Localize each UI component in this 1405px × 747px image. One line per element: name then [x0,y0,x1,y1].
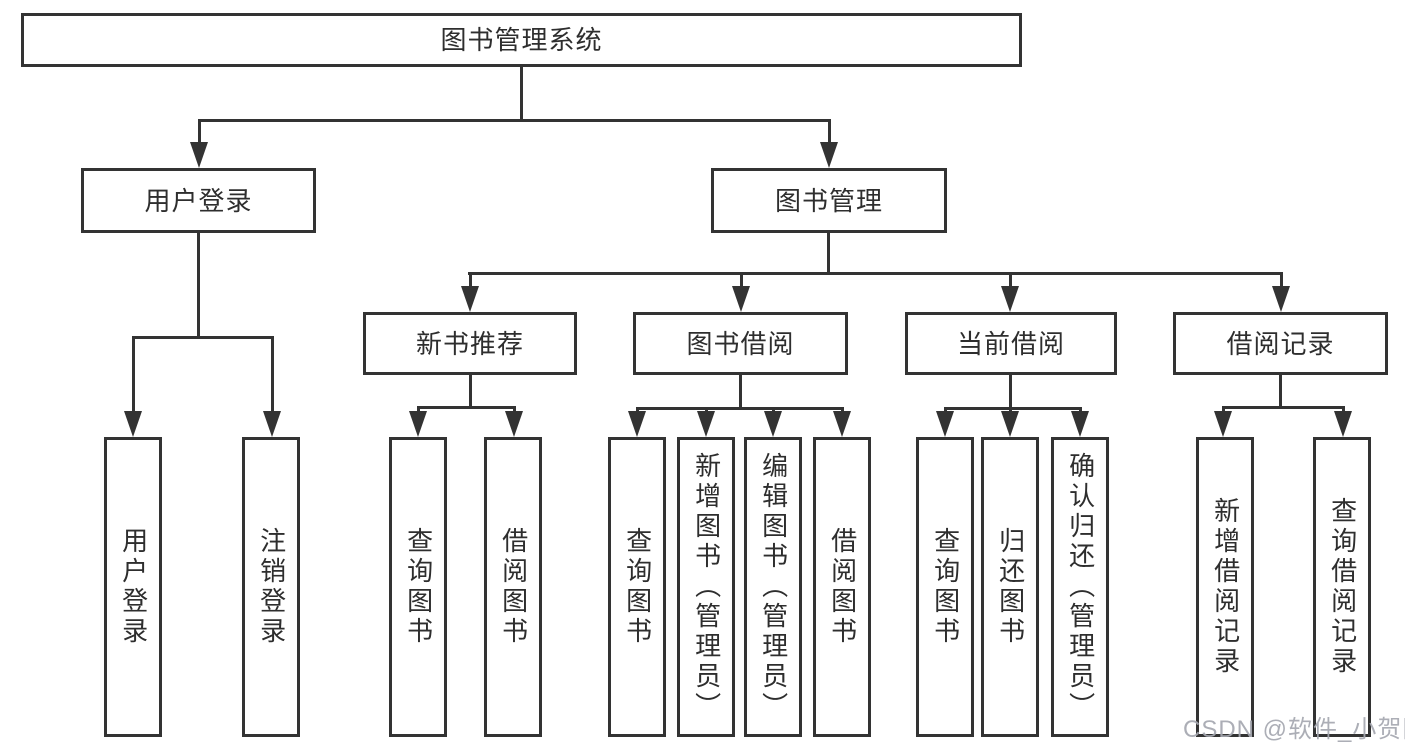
arrow-down-icon [764,411,782,437]
connector-line [944,407,1082,410]
connector-line [198,119,201,146]
leaf-borrow-books-1: 借阅图书 [484,437,542,737]
connector-line [1222,406,1345,409]
connector-line [132,336,135,414]
arrow-down-icon [628,411,646,437]
connector-line [828,119,831,146]
leaf-user-login: 用户登录 [104,437,162,737]
watermark: CSDN @软件_小贺同学 [1183,716,1405,743]
connector-line [132,336,274,339]
node-book-borrow: 图书借阅 [633,312,848,375]
leaf-label: 查询图书 [403,527,434,647]
arrow-down-icon [263,411,281,437]
leaf-label: 注销登录 [256,527,287,647]
arrow-down-icon [732,286,750,312]
leaf-confirm-return-admin: 确认归还（管理员） [1051,437,1109,737]
node-user-login: 用户登录 [81,168,316,233]
connector-line [827,233,830,275]
node-label: 当前借阅 [956,328,1065,359]
arrow-down-icon [505,411,523,437]
connector-line [1009,375,1012,410]
node-label: 用户登录 [144,185,253,216]
arrow-down-icon [1071,411,1089,437]
leaf-borrow-books-2: 借阅图书 [813,437,871,737]
arrow-down-icon [1214,411,1232,437]
connector-line [417,406,516,409]
node-label: 借阅记录 [1226,328,1335,359]
node-label: 图书管理 [774,185,883,216]
node-label: 图书管理系统 [440,25,603,55]
leaf-label: 用户登录 [118,527,149,647]
arrow-down-icon [1001,411,1019,437]
node-new-book-recommend: 新书推荐 [363,312,577,375]
arrow-down-icon [833,411,851,437]
connector-line [1009,272,1012,290]
leaf-add-borrow-record: 新增借阅记录 [1196,437,1254,737]
leaf-label: 借阅图书 [498,527,529,647]
leaf-label: 查询图书 [930,527,961,647]
arrow-down-icon [409,411,427,437]
node-borrow-records: 借阅记录 [1173,312,1388,375]
arrow-down-icon [124,411,142,437]
node-label: 图书借阅 [686,328,795,359]
connector-line [197,233,200,339]
leaf-query-books-2: 查询图书 [608,437,666,737]
leaf-return-books: 归还图书 [981,437,1039,737]
arrow-down-icon [1001,286,1019,312]
node-current-borrow: 当前借阅 [905,312,1117,375]
arrow-down-icon [1334,411,1352,437]
arrow-down-icon [936,411,954,437]
connector-line [1279,375,1282,409]
leaf-label: 借阅图书 [827,527,858,647]
leaf-label: 新增图书（管理员） [691,452,722,722]
leaf-add-books-admin: 新增图书（管理员） [677,437,735,737]
leaf-query-books-3: 查询图书 [916,437,974,737]
connector-line [468,272,1283,275]
node-root: 图书管理系统 [21,13,1022,67]
arrow-down-icon [697,411,715,437]
leaf-label: 新增借阅记录 [1210,497,1241,677]
arrow-down-icon [461,286,479,312]
connector-line [739,375,742,410]
leaf-edit-books-admin: 编辑图书（管理员） [744,437,802,737]
leaf-logout: 注销登录 [242,437,300,737]
connector-line [740,272,743,290]
connector-line [198,119,831,122]
connector-line [469,375,472,409]
connector-line [271,336,274,414]
connector-line [636,407,844,410]
leaf-label: 归还图书 [995,527,1026,647]
node-book-management: 图书管理 [711,168,947,233]
leaf-query-books-1: 查询图书 [389,437,447,737]
leaf-label: 编辑图书（管理员） [758,452,789,722]
leaf-label: 确认归还（管理员） [1065,452,1096,722]
arrow-down-icon [1272,286,1290,312]
leaf-query-borrow-record: 查询借阅记录 [1313,437,1371,737]
connector-line [469,272,472,290]
node-label: 新书推荐 [415,328,524,359]
arrow-down-icon [190,142,208,168]
leaf-label: 查询图书 [622,527,653,647]
connector-line [520,67,523,120]
leaf-label: 查询借阅记录 [1327,497,1358,677]
arrow-down-icon [820,142,838,168]
connector-line [1280,272,1283,290]
